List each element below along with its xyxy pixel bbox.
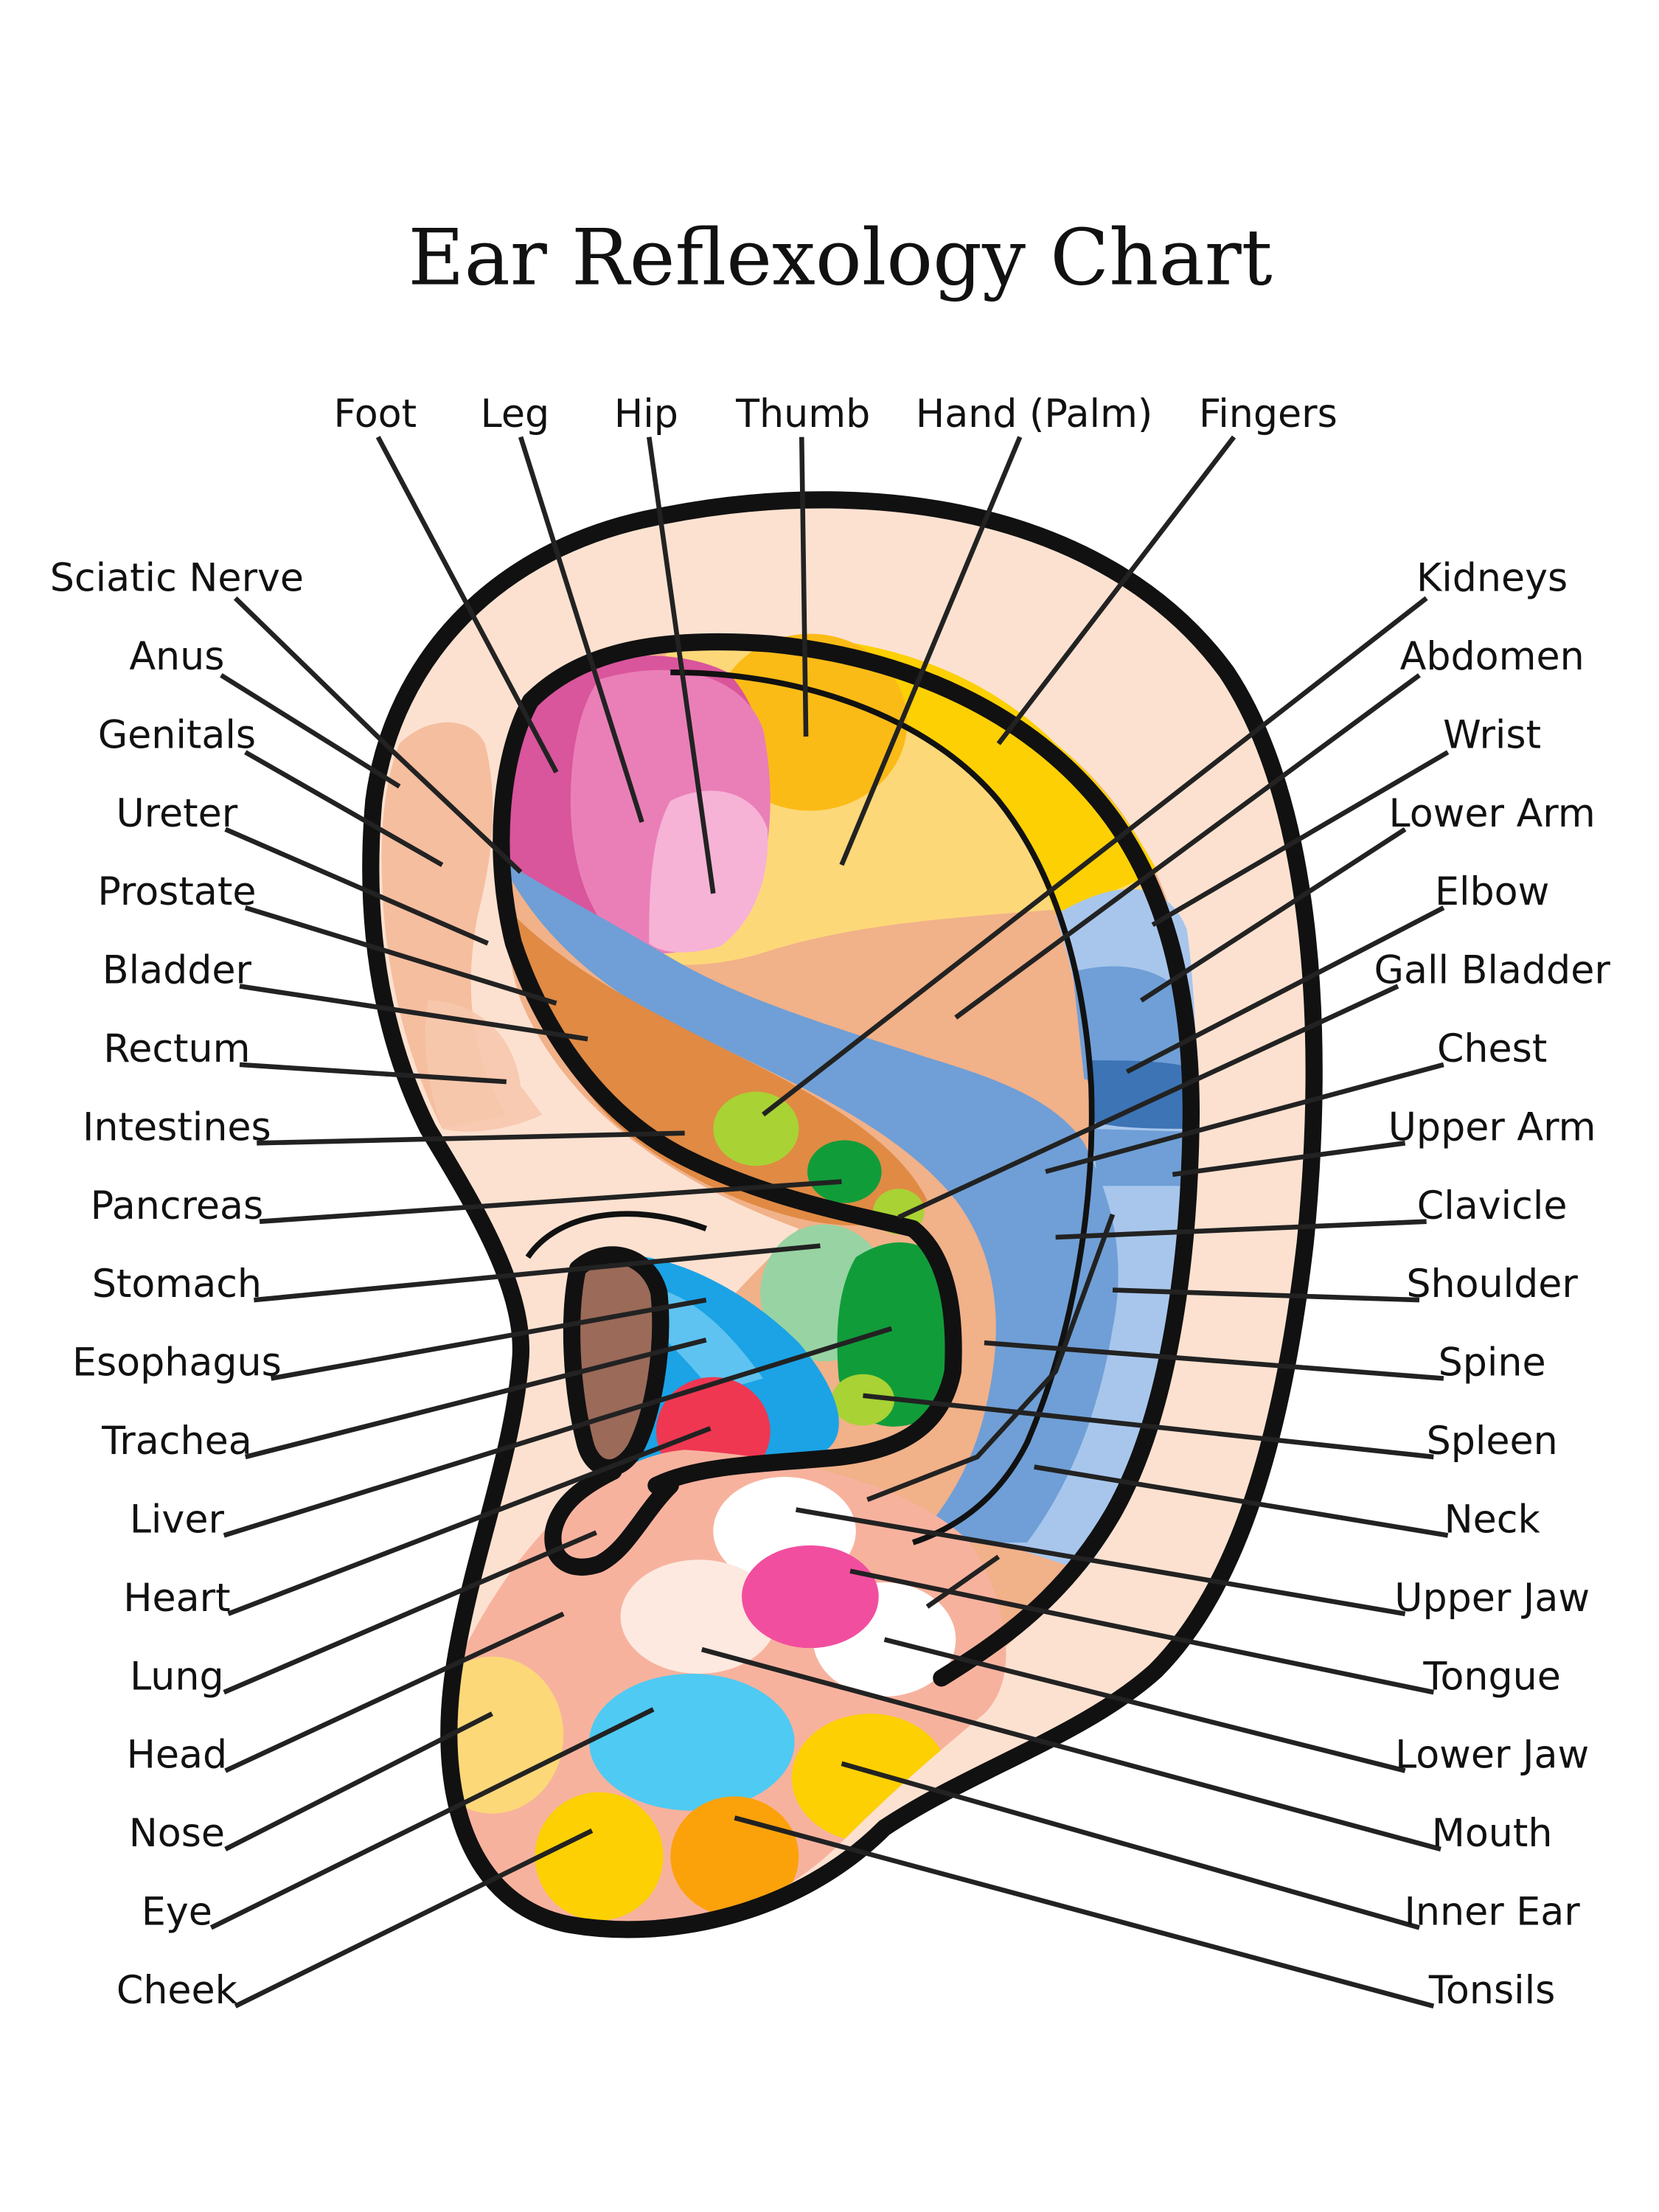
label-thumb: Thumb (735, 392, 870, 437)
label-mouth: Mouth (1432, 1812, 1553, 1856)
upper-arm-band (1091, 1128, 1193, 1186)
helix-outer-outline (362, 491, 1323, 1938)
label-prostate: Prostate (97, 870, 256, 914)
top-labels: Foot Leg Hip Thumb Hand (Palm) Fingers (334, 392, 1338, 437)
label-gall-bladder: Gall Bladder (1374, 949, 1610, 993)
label-inner-ear: Inner Ear (1405, 1890, 1581, 1934)
label-abdomen: Abdomen (1400, 635, 1585, 679)
label-head: Head (127, 1733, 228, 1778)
label-tonsils: Tonsils (1428, 1969, 1556, 2013)
label-heart: Heart (123, 1576, 230, 1621)
label-bladder: Bladder (102, 949, 252, 993)
label-sciatic-nerve: Sciatic Nerve (50, 557, 304, 601)
intestine-spot (713, 1091, 799, 1166)
label-hand-palm: Hand (Palm) (916, 392, 1152, 437)
label-cheek: Cheek (116, 1969, 238, 2013)
label-stomach: Stomach (92, 1262, 262, 1307)
label-spleen: Spleen (1427, 1419, 1558, 1464)
label-genitals: Genitals (98, 713, 256, 757)
spine-curve (499, 858, 1119, 1543)
label-nose: Nose (129, 1812, 225, 1856)
left-labels: Sciatic Nerve Anus Genitals Ureter Prost… (50, 557, 304, 2013)
mouth-zone (620, 1559, 778, 1674)
label-intestines: Intestines (83, 1105, 271, 1150)
label-upper-jaw: Upper Jaw (1394, 1576, 1590, 1621)
label-wrist: Wrist (1443, 713, 1541, 757)
label-lower-arm: Lower Arm (1389, 792, 1596, 836)
antitragus-outline (563, 1246, 669, 1477)
elbow-dark-band (1087, 1060, 1196, 1129)
intertragic-line (525, 1211, 707, 1259)
label-clavicle: Clavicle (1417, 1184, 1568, 1228)
leader-lines (209, 435, 1450, 2008)
label-trachea: Trachea (101, 1419, 252, 1464)
ear-illustration (362, 491, 1323, 1938)
label-pancreas: Pancreas (91, 1184, 264, 1228)
label-liver: Liver (130, 1498, 225, 1542)
label-ureter: Ureter (116, 792, 238, 836)
chart-title: Ear Reflexology Chart (408, 213, 1272, 303)
label-esophagus: Esophagus (72, 1341, 282, 1385)
spleen-spot (831, 1374, 895, 1426)
tongue-zone (742, 1545, 879, 1649)
label-foot: Foot (334, 392, 417, 437)
antihelix-inner-line (670, 669, 1095, 1545)
label-tongue: Tongue (1422, 1655, 1560, 1699)
label-eye: Eye (142, 1890, 212, 1934)
label-lower-jaw: Lower Jaw (1395, 1733, 1589, 1778)
label-anus: Anus (129, 635, 224, 679)
label-chest: Chest (1437, 1027, 1547, 1071)
label-kidneys: Kidneys (1416, 557, 1568, 601)
label-rectum: Rectum (103, 1027, 250, 1071)
pancreas-spot (807, 1140, 882, 1203)
label-spine: Spine (1439, 1341, 1546, 1385)
label-fingers: Fingers (1199, 392, 1338, 437)
cheek-zone (535, 1792, 664, 1921)
eye-zone (589, 1673, 795, 1811)
tragus-outline (544, 1462, 679, 1576)
right-labels: Kidneys Abdomen Wrist Lower Arm Elbow Ga… (1374, 557, 1610, 2013)
helix-inner-outline (522, 633, 1200, 1687)
label-lung: Lung (130, 1655, 224, 1699)
label-elbow: Elbow (1435, 870, 1549, 914)
label-leg: Leg (481, 392, 549, 437)
label-hip: Hip (614, 392, 678, 437)
concha-outline (493, 692, 962, 1495)
helix-tan-band-2 (425, 1000, 543, 1132)
label-shoulder: Shoulder (1406, 1262, 1578, 1307)
label-neck: Neck (1444, 1498, 1541, 1542)
label-upper-arm: Upper Arm (1388, 1105, 1596, 1150)
